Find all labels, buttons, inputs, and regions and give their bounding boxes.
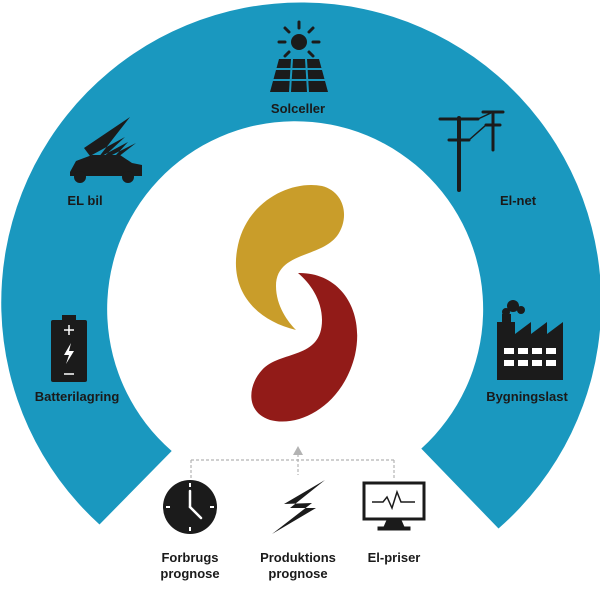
- label-bygningslast: Bygningslast: [486, 389, 568, 404]
- label-batterilagring: Batterilagring: [34, 389, 120, 404]
- label-el-priser: El-priser: [368, 550, 421, 566]
- label-el-net: El-net: [499, 193, 537, 208]
- battery-icon: [51, 315, 87, 382]
- label-line: Produktions: [260, 550, 336, 565]
- connector-arrow-icon: [293, 446, 303, 455]
- swirl-logo-icon: [235, 184, 358, 422]
- label-el-bil: EL bil: [67, 193, 103, 208]
- label-line: prognose: [160, 566, 220, 581]
- label-produktions-prognose: Produktions prognose: [260, 550, 336, 582]
- lightning-icon: [272, 480, 325, 534]
- label-line: El-priser: [367, 550, 421, 565]
- ring-band: [1, 2, 600, 529]
- label-line: Forbrugs: [161, 550, 219, 565]
- factory-icon: [497, 300, 563, 380]
- label-forbrugs-prognose: Forbrugs prognose: [160, 550, 219, 582]
- label-line: prognose: [268, 566, 328, 581]
- power-pole-icon: [438, 110, 505, 192]
- solar-panel-icon: [270, 20, 328, 93]
- electric-car-icon: [70, 117, 142, 183]
- label-solceller: Solceller: [270, 101, 326, 116]
- monitor-pulse-icon: [362, 481, 426, 531]
- clock-icon: [163, 480, 217, 534]
- input-connector: [190, 454, 395, 478]
